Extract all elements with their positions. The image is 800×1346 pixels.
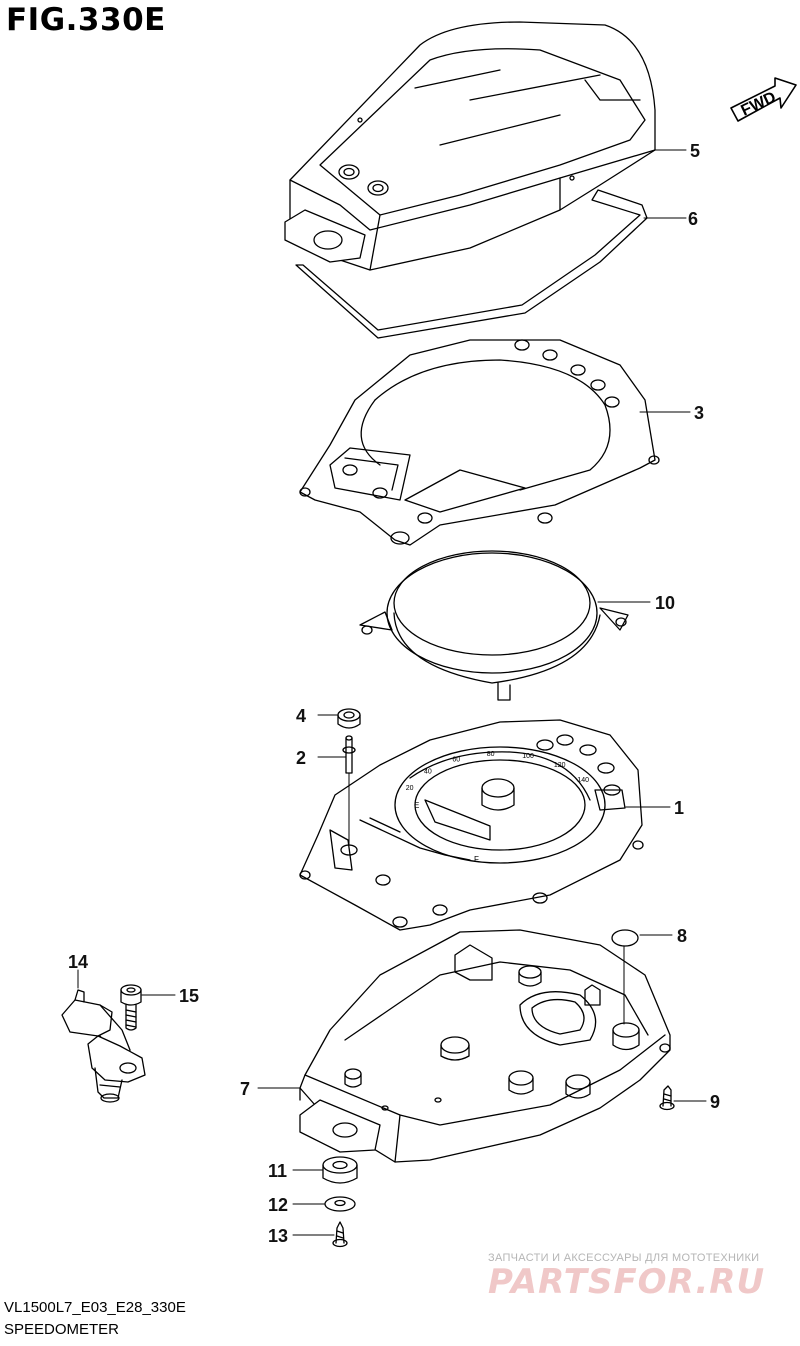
gauge-numeral: 80 bbox=[487, 751, 495, 758]
forward-arrow-icon: FWD bbox=[730, 77, 797, 122]
diagram-name: SPEEDOMETER bbox=[4, 1321, 120, 1338]
callout-3: 3 bbox=[694, 403, 704, 423]
callout-5: 5 bbox=[690, 141, 700, 161]
upper-cover-part bbox=[284, 21, 656, 271]
callout-1: 1 bbox=[674, 798, 684, 818]
gauge-numeral: 20 bbox=[406, 785, 414, 792]
watermark-logo: PARTSFOR.RU bbox=[488, 1262, 766, 1302]
callout-15: 15 bbox=[179, 986, 199, 1006]
gauge-numeral: 40 bbox=[424, 768, 432, 775]
svg-text:F: F bbox=[474, 855, 479, 864]
cushion-part bbox=[611, 929, 639, 947]
ring-part bbox=[359, 550, 629, 701]
callout-11: 11 bbox=[268, 1161, 287, 1181]
callout-7: 7 bbox=[240, 1079, 250, 1099]
callout-6: 6 bbox=[688, 209, 698, 229]
gauge-numeral: 100 bbox=[522, 753, 534, 760]
callout-14: 14 bbox=[68, 952, 88, 972]
figure-title: FIG.330E bbox=[6, 2, 166, 38]
callout-10: 10 bbox=[655, 593, 675, 613]
gauge-numeral: 120 bbox=[554, 762, 566, 769]
gauge-numeral: 140 bbox=[577, 777, 589, 784]
speed-sensor-part bbox=[61, 989, 146, 1103]
callout-12: 12 bbox=[268, 1195, 288, 1215]
model-code: VL1500L7_E03_E28_330E bbox=[4, 1299, 186, 1316]
callout-2: 2 bbox=[296, 748, 306, 768]
callout-8: 8 bbox=[677, 926, 687, 946]
washer-part bbox=[324, 1196, 356, 1212]
callout-4: 4 bbox=[296, 706, 306, 726]
callout-9: 9 bbox=[710, 1092, 720, 1112]
callout-labels: 5 6 3 10 4 2 1 8 7 9 11 12 13 14 15 bbox=[68, 141, 720, 1246]
svg-text:E: E bbox=[414, 801, 419, 810]
screw-part-9 bbox=[659, 1085, 675, 1111]
meter-frame-part bbox=[299, 339, 660, 546]
watermark-caption: ЗАПЧАСТИ И АКСЕССУАРЫ ДЛЯ МОТОТЕХНИКИ bbox=[488, 1252, 760, 1264]
pin-part bbox=[342, 735, 356, 774]
bolt-part bbox=[120, 984, 142, 1031]
lower-case-part bbox=[299, 929, 671, 1163]
callout-13: 13 bbox=[268, 1226, 288, 1246]
cap-part bbox=[337, 708, 361, 729]
seal-gasket-part bbox=[295, 189, 648, 339]
screw-part-13 bbox=[332, 1221, 348, 1248]
meter-assembly-part: 20 40 60 80 100 120 140 E F bbox=[299, 719, 644, 931]
leader-lines bbox=[77, 149, 707, 1236]
grommet-part bbox=[322, 1156, 358, 1184]
gauge-numeral: 60 bbox=[452, 757, 460, 764]
